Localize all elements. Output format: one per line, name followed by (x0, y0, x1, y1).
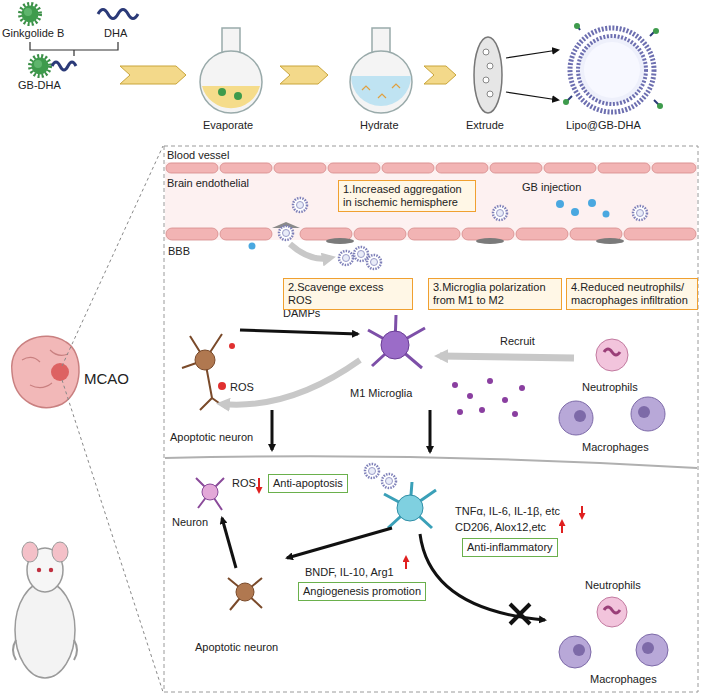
effect-box: 3.Microglia polarization from M1 to M2 (428, 278, 562, 310)
text-label: Apoptotic neuron (170, 430, 253, 444)
text-label: BNDF, IL-10, Arg1 (305, 565, 394, 579)
effect-box: 1.Increased aggregation in ischemic hemi… (338, 180, 476, 212)
text-label: Neuron (172, 515, 208, 529)
brain-and-rat (12, 146, 163, 692)
text-label: Blood vessel (167, 148, 229, 162)
text-label: MCAO (84, 370, 129, 388)
text-label: CD206, Alox12,etc (455, 520, 546, 534)
text-label: Hydrate (360, 118, 399, 132)
box-text: 2.Scavenge excess ROS (288, 281, 408, 307)
text-label: Recruit (500, 334, 535, 348)
text-label: ROS (230, 380, 254, 394)
box-text: 4.Reduced neutrophils/ macrophages infil… (571, 281, 693, 307)
effect-box: 2.Scavenge excess ROS (283, 278, 413, 310)
text-label: TNFα, IL-6, IL-1β, etc (455, 504, 560, 518)
text-label: GB-DHA (18, 78, 61, 92)
box-text: 3.Microglia polarization from M1 to M2 (433, 281, 557, 307)
text-label: DHA (104, 26, 127, 40)
synthesis-scheme (20, 4, 663, 113)
text-label: GB injection (522, 180, 581, 194)
text-label: Brain endothelial (167, 176, 249, 190)
text-label: Evaporate (203, 118, 253, 132)
text-label: Extrude (466, 118, 504, 132)
text-label: Ginkgolide B (2, 26, 64, 40)
box-text: Angiogenesis promotion (303, 585, 421, 598)
text-label: Neutrophils (585, 578, 641, 592)
outcome-box: Angiogenesis promotion (298, 582, 426, 601)
text-label: Macrophages (590, 672, 657, 686)
text-label: BBB (168, 244, 190, 258)
box-text: Anti-inflammatory (467, 541, 553, 554)
box-text: 1.Increased aggregation in ischemic hemi… (343, 183, 471, 209)
outcome-box: Anti-apoptosis (268, 474, 348, 493)
text-label: ROS (232, 476, 256, 490)
text-label: Lipo@GB-DHA (566, 118, 641, 132)
text-label: Apoptotic neuron (195, 640, 278, 654)
text-label: Macrophages (582, 440, 649, 454)
text-label: Neutrophils (582, 380, 638, 394)
text-label: M1 Microglia (350, 386, 412, 400)
outcome-box: Anti-inflammatory (462, 538, 558, 557)
box-text: Anti-apoptosis (273, 477, 343, 490)
mechanism-panel (164, 146, 698, 692)
effect-box: 4.Reduced neutrophils/ macrophages infil… (566, 278, 698, 310)
